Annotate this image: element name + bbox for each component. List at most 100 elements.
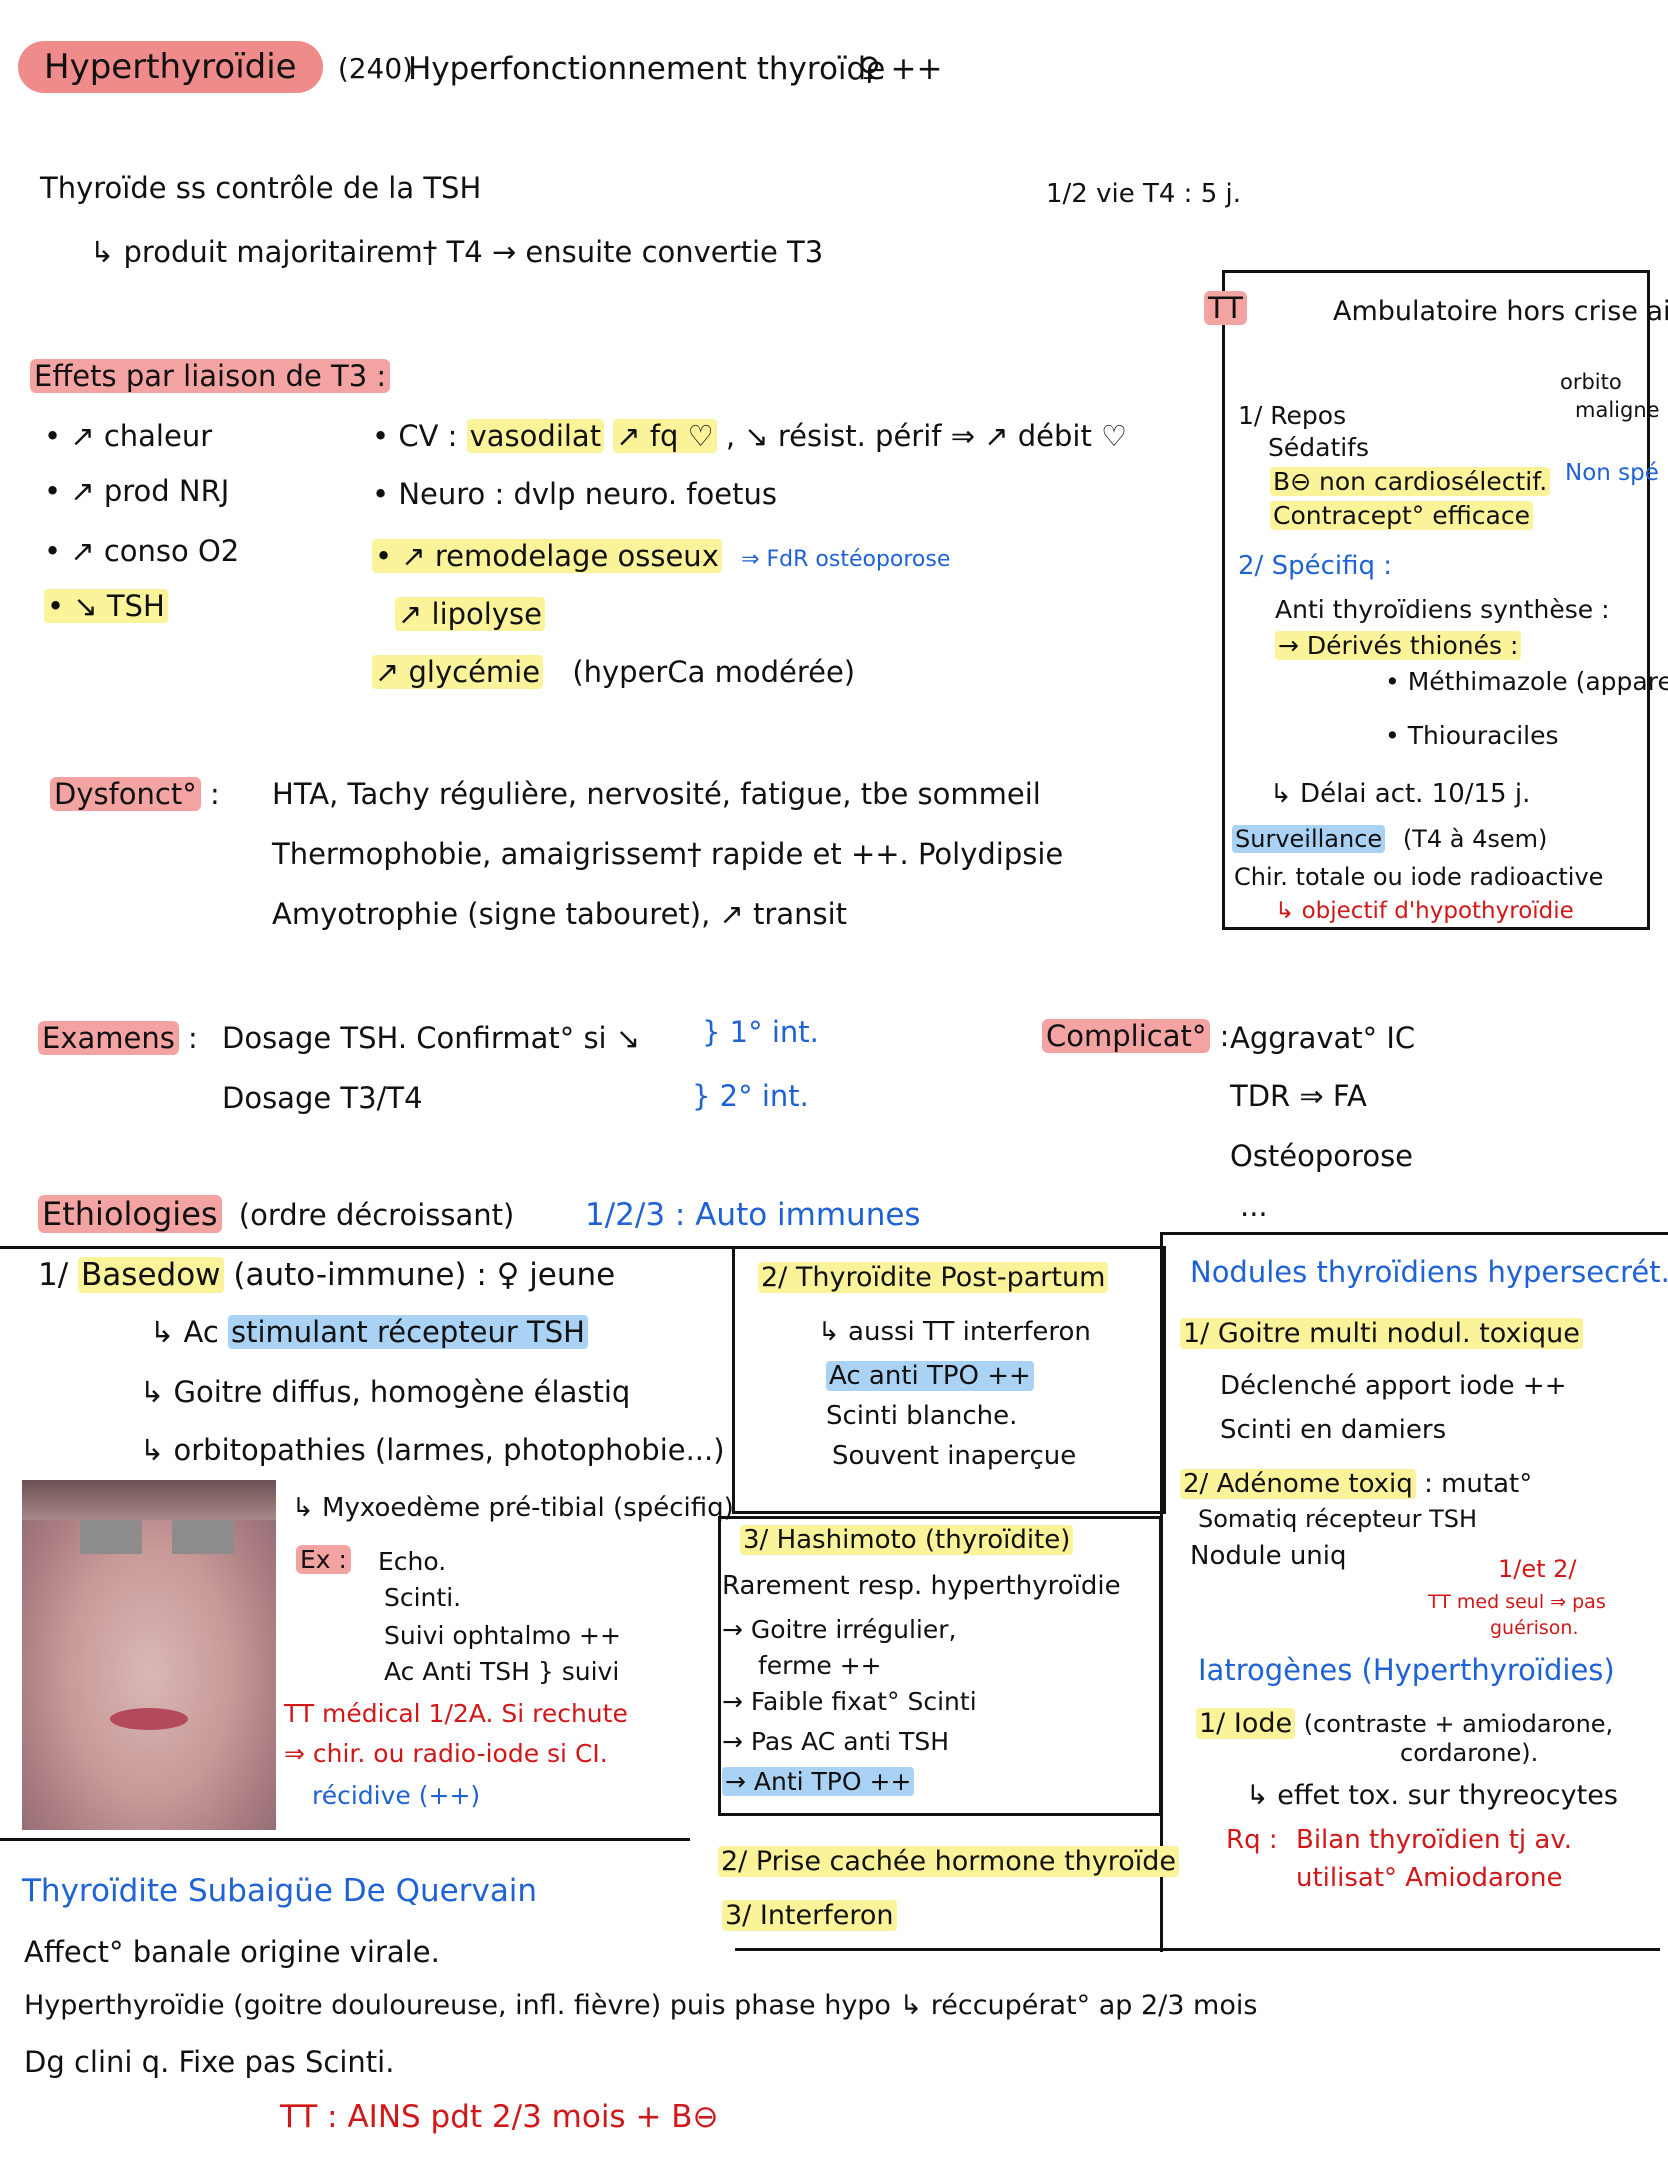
surveillance-row: Surveillance (T4 à 4sem)	[1232, 825, 1548, 854]
postpartum-title-label: 2/ Thyroïdite Post-partum	[758, 1262, 1109, 1293]
treatment-step2-title: 2/ Spécifiq :	[1238, 551, 1392, 581]
treatment-step1-line-4: Contracept° efficace	[1270, 501, 1533, 531]
effect-cv-vasodilat: vasodilat	[466, 419, 605, 453]
treatment-tag-label: TT	[1204, 291, 1247, 325]
iatrogenes-iode-label: 1/ Iode	[1196, 1708, 1296, 1739]
iatrogenes-rq-line-1: Bilan thyroïdien tj av.	[1296, 1825, 1572, 1855]
basedow-exam-ac: Ac Anti TSH } suivi	[384, 1657, 620, 1686]
hashimoto-tpo: → Anti TPO ++	[722, 1767, 915, 1796]
complication-ic: Aggravat° IC	[1230, 1021, 1416, 1055]
effect-cv-rest: , ↘ résist. périf ⇒ ↗ débit ♡	[725, 419, 1128, 453]
complications-label-row: Complicat° :	[1042, 1019, 1229, 1053]
thione-derivatives: → Dérivés thionés :	[1275, 631, 1522, 660]
dysfonct-label-row: Dysfonct° :	[50, 777, 220, 811]
page-title-row: Hyperthyroïdie (240)	[18, 41, 414, 93]
complication-more: ...	[1240, 1189, 1268, 1223]
basedow-desc: (auto-immune) : ♀ jeune	[233, 1257, 616, 1293]
treatment-title: Ambulatoire hors crise aiguë	[1333, 296, 1668, 327]
iatrogenes-effect: ↳ effet tox. sur thyreocytes	[1246, 1780, 1618, 1811]
postpartum-line-4: Souvent inaperçue	[832, 1441, 1077, 1471]
treatment-side-note-1: orbito	[1560, 370, 1622, 394]
treatment-step2-line-1: Anti thyroïdiens synthèse :	[1275, 595, 1610, 624]
nodules-red-note-3: guérison.	[1490, 1617, 1579, 1639]
basedow-exams-tag: Ex :	[296, 1545, 351, 1574]
basedow-exam-ophtalmo: Suivi ophtalmo ++	[384, 1621, 621, 1650]
basedow-number: 1/	[38, 1257, 69, 1293]
iatrogenes-iode: 1/ Iode (contraste + amiodarone,	[1196, 1708, 1613, 1739]
effect-tsh: • ↘ TSH	[44, 589, 168, 623]
hashimoto-title: 3/ Hashimoto (thyroïdite)	[740, 1525, 1074, 1556]
dequervain-line-2: Hyperthyroïdie (goitre douloureuse, infl…	[24, 1990, 1258, 2021]
basedow-goitre: ↳ Goitre diffus, homogène élastiq	[140, 1375, 631, 1409]
treatment-box	[1222, 270, 1650, 930]
nodules-goitre-line-1: Déclenché apport iode ++	[1220, 1371, 1567, 1401]
treatment-delay: ↳ Délai act. 10/15 j.	[1270, 779, 1531, 809]
nodules-title: Nodules thyroïdiens hypersecrét.	[1190, 1255, 1668, 1289]
examens-label-row: Examens :	[38, 1021, 198, 1055]
examens-label: Examens	[38, 1021, 179, 1055]
hashimoto-title-label: 3/ Hashimoto (thyroïdite)	[740, 1525, 1074, 1555]
complication-osteoporosis: Ostéoporose	[1230, 1139, 1414, 1173]
nodules-red-note-1: 1/et 2/	[1498, 1555, 1577, 1583]
effect-bone-label: • ↗ remodelage osseux	[372, 539, 722, 573]
nodules-goitre-line-2: Scinti en damiers	[1220, 1415, 1447, 1445]
basedow-exam-echo: Echo.	[378, 1547, 447, 1576]
basedow-orbito: ↳ orbitopathies (larmes, photophobie...)	[140, 1433, 725, 1467]
frame-line	[1160, 1232, 1163, 1952]
treatment-step2-line-4: • Thiouraciles	[1385, 721, 1559, 750]
iatrogenes-iode-rest: (contraste + amiodarone,	[1303, 1710, 1614, 1738]
nodules-adenoma-rest: : mutat°	[1424, 1469, 1533, 1499]
hashimoto-line-4: → Faible fixat° Scinti	[722, 1687, 977, 1716]
half-life: 1/2 vie T4 : 5 j.	[1046, 179, 1241, 209]
postpartum-line-1: ↳ aussi TT interferon	[818, 1317, 1091, 1347]
effect-glycemia-note: (hyperCa modérée)	[572, 655, 856, 689]
treatment-surgery: Chir. totale ou iode radioactive	[1234, 863, 1604, 891]
nodules-red-note-2: TT med seul ⇒ pas	[1428, 1591, 1606, 1613]
examens-note-2: } 2° int.	[692, 1079, 809, 1113]
basedow-ac-prefix: ↳ Ac	[150, 1315, 219, 1349]
effect-bone: • ↗ remodelage osseux ⇒ FdR ostéoporose	[372, 539, 950, 573]
basedow-recidive: récidive (++)	[312, 1781, 481, 1810]
effect-cv: • CV : vasodilat ↗ fq ♡ , ↘ résist. péri…	[372, 419, 1128, 453]
hashimoto-line-1: Rarement resp. hyperthyroïdie	[722, 1571, 1121, 1601]
dequervain-treatment: TT : AINS pdt 2/3 mois + B⊖	[280, 2099, 719, 2135]
surveillance-tag: Surveillance	[1232, 825, 1386, 853]
effect-energy: • ↗ prod NRJ	[44, 474, 230, 508]
basedow-treatment-2: ⇒ chir. ou radio-iode si CI.	[284, 1739, 608, 1768]
nodules-adenoma-line-1: Somatiq récepteur TSH	[1198, 1505, 1478, 1533]
treatment-tag: TT	[1204, 291, 1247, 325]
nodules-adenoma: 2/ Adénome toxiq : mutat°	[1180, 1469, 1533, 1500]
basedow-ac: ↳ Ac stimulant récepteur TSH	[150, 1315, 588, 1349]
nodules-goitre-label: 1/ Goitre multi nodul. toxique	[1180, 1318, 1583, 1349]
hashimoto-line-5: → Pas AC anti TSH	[722, 1727, 950, 1756]
dequervain-line-1: Affect° banale origine virale.	[24, 1935, 440, 1969]
iatrogenes-interferon: 3/ Interferon	[722, 1900, 897, 1931]
basedow-title: 1/ Basedow (auto-immune) : ♀ jeune	[38, 1257, 616, 1294]
basedow-myxoedeme: ↳ Myxoedème pré-tibial (spécifiq)	[292, 1493, 734, 1523]
item-number: (240)	[337, 52, 414, 85]
frame-line	[735, 1948, 1660, 1951]
sex-ratio: ♀ ++	[858, 51, 943, 87]
surveillance-text: (T4 à 4sem)	[1402, 825, 1548, 853]
treatment-step1-line-2: Sédatifs	[1268, 433, 1370, 462]
treatment-side-note-2: maligne	[1575, 398, 1660, 422]
treatment-step1-line-3: B⊖ non cardiosélectif.	[1270, 467, 1551, 497]
dysfonct-label: Dysfonct°	[50, 777, 201, 811]
beta-blocker: B⊖ non cardiosélectif.	[1270, 467, 1551, 496]
postpartum-tpo: Ac anti TPO ++	[826, 1361, 1034, 1391]
intro-line-2: ↳ produit majoritairem† T4 → ensuite con…	[90, 235, 824, 269]
dequervain-title: Thyroïdite Subaigüe De Quervain	[22, 1873, 538, 1909]
effect-o2: • ↗ conso O2	[44, 534, 240, 568]
postpartum-title: 2/ Thyroïdite Post-partum	[758, 1262, 1109, 1293]
iatrogenes-title: Iatrogènes (Hyperthyroïdies)	[1198, 1653, 1615, 1687]
iatrogenes-interferon-label: 3/ Interferon	[722, 1900, 897, 1931]
frame-line	[0, 1838, 690, 1841]
effect-glycemia-label: ↗ glycémie	[372, 655, 544, 689]
nodules-adenoma-label: 2/ Adénome toxiq	[1180, 1469, 1416, 1499]
dysfonct-line-3: Amyotrophie (signe tabouret), ↗ transit	[272, 897, 848, 931]
examens-line-1: Dosage TSH. Confirmat° si ↘	[222, 1021, 641, 1055]
postpartum-line-3: Scinti blanche.	[826, 1401, 1018, 1431]
intro-line-1: Thyroïde ss contrôle de la TSH	[40, 171, 482, 205]
nodules-goitre: 1/ Goitre multi nodul. toxique	[1180, 1318, 1583, 1349]
basedow-name: Basedow	[78, 1257, 224, 1293]
